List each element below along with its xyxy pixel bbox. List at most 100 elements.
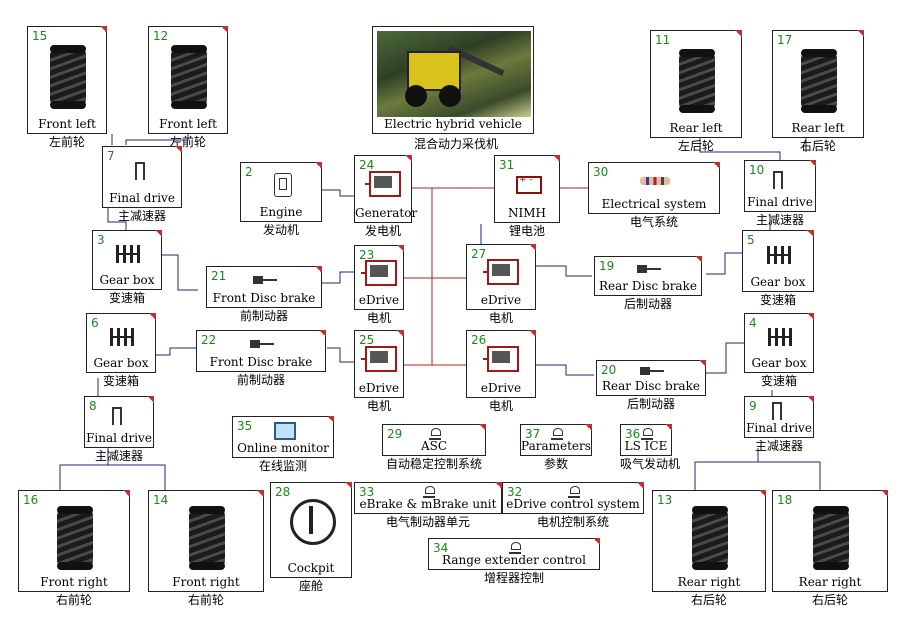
control-icon	[423, 486, 435, 498]
block-number: 29	[387, 427, 403, 441]
block-number: 34	[433, 541, 449, 555]
block-31[interactable]: 31NIMH	[494, 155, 560, 223]
block-number: 22	[201, 333, 217, 347]
motor-icon	[361, 346, 397, 372]
block-number: 9	[749, 399, 757, 413]
block-number: 12	[153, 29, 169, 43]
block-number: 14	[153, 493, 169, 507]
port-corner-icon	[585, 424, 592, 431]
gearbox-icon	[767, 246, 791, 264]
control-icon	[568, 486, 580, 498]
port-corner-icon	[857, 30, 864, 37]
block-label-cn: 在线监测	[258, 459, 307, 473]
block-label-cn: 右后轮	[690, 593, 727, 607]
block-23[interactable]: 23 eDrive	[354, 245, 404, 310]
block-number: 15	[32, 29, 48, 43]
block-label-cn: 变速箱	[759, 293, 796, 307]
port-corner-icon	[529, 244, 536, 251]
port-corner-icon	[807, 230, 814, 237]
block-number: 19	[599, 259, 615, 273]
block-number: 30	[593, 165, 609, 179]
block-label-cn: 主减速器	[94, 449, 143, 463]
brake-icon	[253, 274, 277, 286]
block-label: LS ICE	[624, 439, 668, 453]
block-label-cn: 发动机	[262, 223, 299, 237]
block-label: Front left	[159, 117, 217, 131]
vehicle-title: Electric hybrid vehicle	[373, 117, 533, 131]
block-number: 27	[471, 247, 487, 261]
block-label-cn: 座舱	[298, 579, 323, 593]
block-label: eDrive	[480, 381, 522, 395]
block-number: 23	[359, 248, 375, 262]
block-label-cn: 变速箱	[102, 374, 139, 388]
block-label-cn: 变速箱	[760, 374, 797, 388]
port-corner-icon	[123, 490, 130, 497]
port-corner-icon	[327, 416, 334, 423]
block-label: Final drive	[746, 421, 812, 435]
block-label: Final drive	[747, 195, 813, 209]
block-number: 36	[625, 427, 641, 441]
port-corner-icon	[147, 396, 154, 403]
block-label: eBrake & mBrake unit	[359, 497, 497, 511]
port-corner-icon	[221, 26, 228, 33]
block-number: 25	[359, 333, 375, 347]
block-number: 31	[499, 158, 515, 172]
block-label-cn: 主减速器	[754, 439, 803, 453]
block-number: 8	[89, 399, 97, 413]
block-label: Generator	[355, 206, 418, 220]
block-number: 21	[211, 269, 227, 283]
port-corner-icon	[479, 424, 486, 431]
block-number: 11	[655, 33, 671, 47]
gearbox-icon	[116, 245, 140, 263]
block-label: eDrive	[358, 293, 400, 307]
forest-harvester-photo	[377, 31, 531, 117]
brake-icon	[250, 338, 274, 350]
port-corner-icon	[807, 313, 814, 320]
block-label-cn: 吸气发动机	[620, 457, 681, 471]
block-number: 24	[359, 158, 375, 172]
motor-icon	[483, 346, 519, 372]
block-label-cn: 发电机	[364, 224, 401, 238]
battery-icon	[516, 175, 542, 194]
block-label-cn: 电气系统	[629, 215, 678, 229]
block-label-cn: 后制动器	[623, 297, 672, 311]
block-label-cn: 变速箱	[108, 291, 145, 305]
hybrid-vehicle-block[interactable]: Electric hybrid vehicle	[372, 26, 534, 134]
port-corner-icon	[315, 266, 322, 273]
